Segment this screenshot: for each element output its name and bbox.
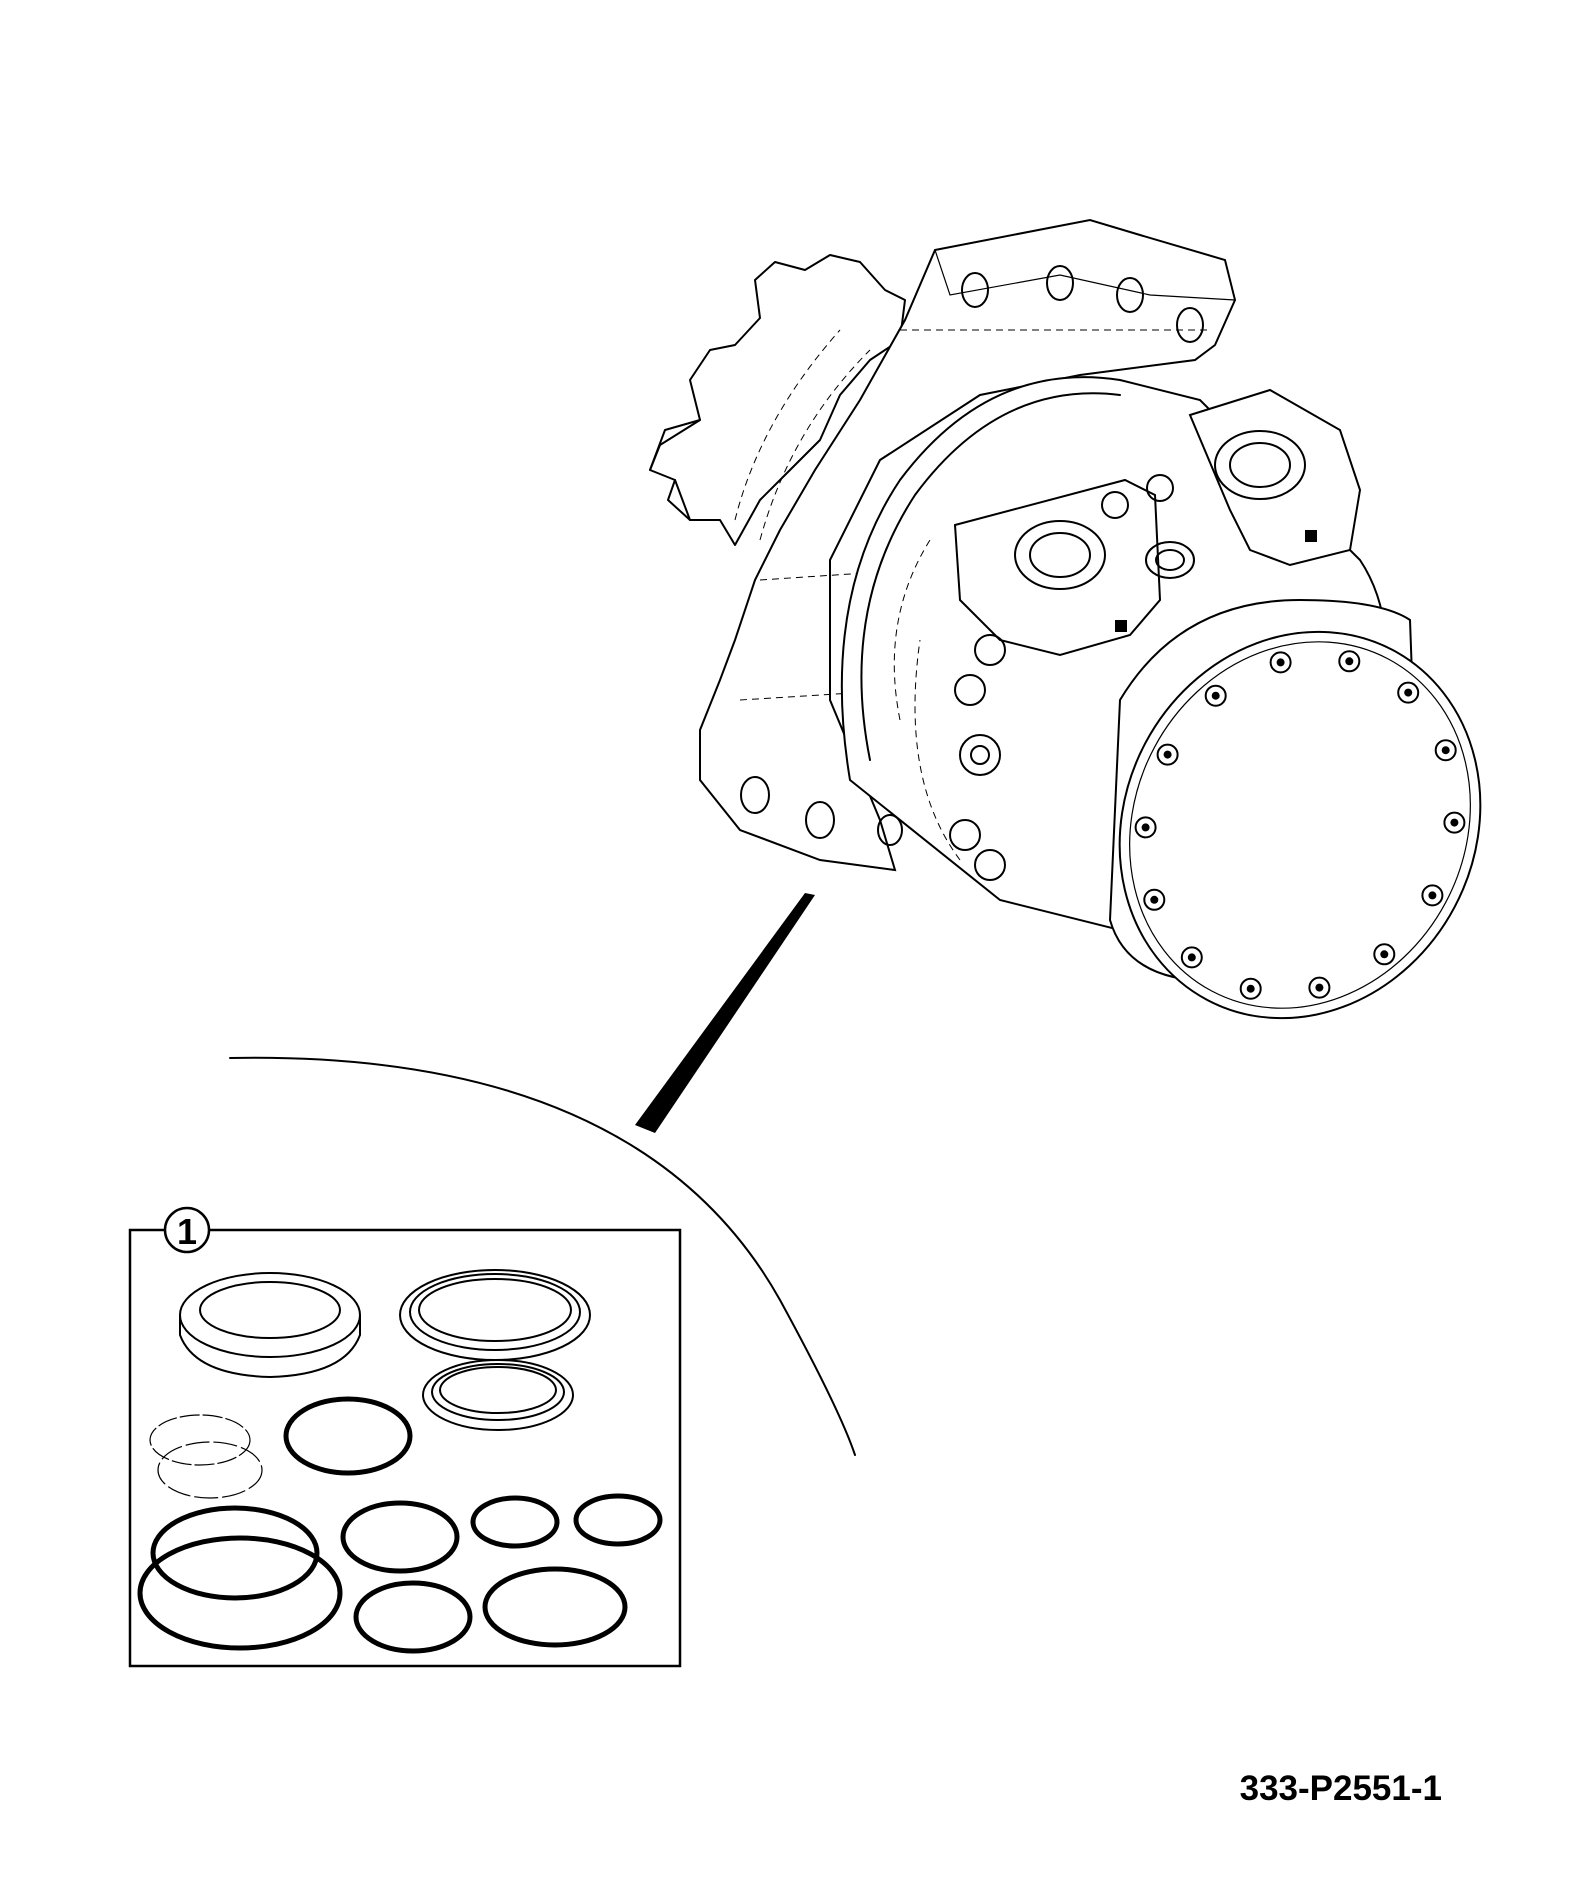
hydraulic-motor-assembly [649, 218, 1482, 1020]
cover-bolt-socket [1380, 950, 1389, 959]
plug-fitting [974, 634, 1006, 666]
o-ring [340, 1500, 460, 1574]
flange-hole [805, 801, 835, 839]
cover-bolt-socket [1404, 688, 1413, 697]
o-ring [573, 1493, 663, 1547]
o-ring [137, 1535, 343, 1651]
flange-hole [877, 814, 903, 846]
mark [1305, 530, 1317, 542]
cover-bolt-socket [1441, 746, 1450, 755]
cover-bolt-socket [1211, 691, 1220, 700]
seal-ring [179, 1272, 361, 1378]
backup-ring-medium [422, 1359, 574, 1431]
o-ring-set [137, 1396, 663, 1654]
retaining-ring [149, 1414, 263, 1499]
side-fittings [949, 634, 1006, 881]
cover-bolt-socket [1276, 658, 1285, 667]
cover-bolt-socket [1246, 984, 1255, 993]
o-ring [150, 1505, 320, 1601]
plug-fitting [1101, 491, 1129, 519]
plug-fitting [1146, 474, 1174, 502]
cover-bolt-socket [1345, 657, 1354, 666]
detail-arc [229, 1056, 856, 1456]
cover-plate [1118, 630, 1482, 1020]
valve-block [953, 388, 1362, 657]
mounting-flange [699, 218, 1237, 872]
o-ring [353, 1580, 473, 1654]
o-ring [283, 1396, 413, 1476]
o-ring [470, 1495, 560, 1549]
flange-hole [1046, 265, 1074, 301]
flange-hole [961, 272, 989, 308]
mark [1115, 620, 1127, 632]
seal-kit-box: 1 [128, 1206, 682, 1668]
port-opening [1145, 541, 1195, 579]
flange-hole [740, 776, 770, 814]
cover-bolt-socket [1141, 823, 1150, 832]
cover-bolt-socket [1428, 891, 1437, 900]
end-cover [1108, 598, 1482, 1020]
cover-bolt-socket [1150, 895, 1159, 904]
cover-bolt-socket [1187, 953, 1196, 962]
cover-bolt-circle [1134, 650, 1466, 1000]
port-opening [1014, 520, 1106, 590]
plug-fitting [959, 734, 1001, 776]
flange-hole [1176, 307, 1204, 343]
item-number: 1 [177, 1211, 197, 1252]
item-callout-circle [163, 1206, 211, 1254]
plug-fitting [974, 849, 1006, 881]
leader-pointer [635, 893, 815, 1133]
detail-callout [229, 893, 856, 1456]
cover-bolt-socket [1315, 983, 1324, 992]
cover-bolt-socket [1163, 750, 1172, 759]
plug-fitting [954, 674, 986, 706]
flange-hole [1116, 277, 1144, 313]
o-ring [482, 1566, 628, 1648]
cover-bolt-socket [1450, 818, 1459, 827]
port-opening [1214, 430, 1306, 500]
drawing-reference-code: 333-P2551-1 [1240, 1769, 1442, 1808]
plug-fitting [949, 819, 981, 851]
